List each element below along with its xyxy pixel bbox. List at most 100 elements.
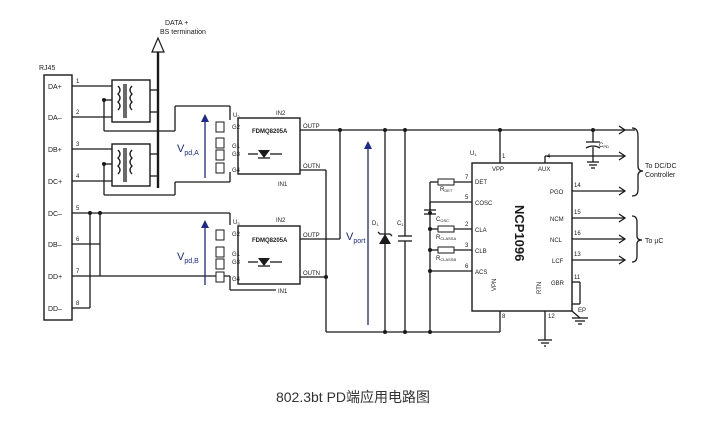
- chip-pin-num: 3: [465, 243, 469, 249]
- cpd-label: CPD: [599, 143, 609, 149]
- dcdc-line1: To DC/DC: [645, 163, 677, 170]
- bridge-a-in1: IN1: [278, 182, 288, 188]
- bridge-a: U2 IN2 IN1 OUTP OUTN FDMQ8205A G2 G1 G3 …: [174, 105, 340, 195]
- rj45-pin-name: DC+: [48, 179, 62, 186]
- vpd-b-label: Vpd,B: [177, 251, 199, 265]
- chip-pin-num: 13: [574, 252, 581, 258]
- rj45-pin-name: DB–: [48, 242, 62, 249]
- rj45-pins: DA+ DA– DB+ DC+ DC– DB– DD+ DD– 1 2 3 4 …: [48, 79, 80, 313]
- chip-pin-name: DET: [475, 180, 487, 186]
- bridge-b-g: G2: [232, 232, 241, 238]
- rj45-pin-num: 1: [76, 79, 80, 85]
- rj45-pin-name: DC–: [48, 211, 62, 218]
- rj45-pin-name: DB+: [48, 147, 62, 154]
- bridge-b-g: G1: [232, 252, 241, 258]
- chip-pin-num: 5: [465, 195, 469, 201]
- transformer-bottom: [102, 143, 175, 196]
- chip-pin-name: AUX: [538, 167, 550, 173]
- bridge-b: U3 IN2 IN1 OUTP OUTN FDMQ8205A G2 G1 G3 …: [100, 212, 340, 295]
- bridge-b-outn: OUTN: [303, 271, 320, 277]
- power-rails: Vport: [324, 128, 635, 333]
- rj45-pin-num: 5: [76, 206, 80, 212]
- data-bus-arrow: DATA + BS termination: [151, 20, 206, 188]
- bridge-b-g: G4: [232, 277, 241, 283]
- rj45-pin-name: DA–: [48, 115, 62, 122]
- vpd-a-label: Vpd,A: [177, 143, 199, 157]
- rj45-pin-name: DA+: [48, 84, 62, 91]
- dcdc-line2: Controller: [645, 172, 676, 179]
- bridge-a-u: U2: [233, 113, 240, 119]
- bridge-b-u: U3: [233, 220, 240, 226]
- chip-pin-name: VPN: [492, 279, 498, 291]
- chip-pin-num: 15: [574, 210, 581, 216]
- bridge-a-part: FDMQ8205A: [252, 129, 288, 135]
- vport-label: Vport: [346, 231, 365, 245]
- chip-u: U1: [470, 151, 477, 157]
- bridge-a-outn: OUTN: [303, 164, 320, 170]
- output-signals: CPD To DC/DC Controller To µC: [545, 125, 677, 305]
- chip-pin-num: 11: [574, 275, 581, 281]
- bridge-a-outp: OUTP: [303, 124, 320, 130]
- chip-pin-name: CLA: [475, 228, 487, 234]
- figure-caption: 802.3bt PD端应用电路图: [276, 389, 430, 405]
- chip-pin-num: 4: [547, 154, 551, 160]
- chip-name: NCP1096: [512, 205, 527, 261]
- data-out-line2: BS termination: [160, 29, 206, 36]
- chip-pin-name: PGO: [550, 190, 564, 196]
- tvs-diode-d1: D1: [372, 128, 393, 334]
- rdet-label: RDET: [440, 187, 453, 193]
- chip-pin-name: CLB: [475, 249, 487, 255]
- chip-pin-name: COSC: [475, 201, 493, 207]
- bridge-a-in2: IN2: [276, 111, 286, 117]
- chip-pin-name: VPP: [492, 167, 504, 173]
- data-out-line1: DATA +: [165, 20, 188, 27]
- rj45-pin-num: 3: [76, 142, 80, 148]
- d1-label: D1: [372, 221, 379, 227]
- bridge-a-g: G1: [232, 144, 241, 150]
- passive-network: COSC RDET RCLASSA RCLASSB: [424, 178, 472, 334]
- chip-pin-num: 7: [465, 175, 469, 181]
- bridge-a-g: G3: [232, 152, 241, 158]
- rj45-pin-num: 8: [76, 301, 80, 307]
- ncp1096-chip: U1 NCP1096 DET COSC CLA CLB ACS 7 5 2 3 …: [465, 128, 588, 347]
- rj45-leads: [72, 85, 175, 309]
- c1-label: C1: [397, 221, 404, 227]
- chip-pin-name: RTN: [537, 282, 543, 294]
- bridge-b-in2: IN2: [276, 218, 286, 224]
- bridge-b-part: FDMQ8205A: [252, 238, 288, 244]
- bridge-b-in1: IN1: [278, 289, 288, 295]
- rj45-pin-num: 6: [76, 237, 80, 243]
- chip-pin-num: 16: [574, 231, 581, 237]
- rj45-connector: [43, 74, 73, 321]
- bridge-a-g: G4: [232, 168, 241, 174]
- chip-pin-num: 1: [502, 154, 506, 160]
- chip-pin-num: 6: [465, 264, 469, 270]
- bridge-b-outp: OUTP: [303, 233, 320, 239]
- uc-label: To µC: [645, 238, 663, 245]
- rj45-label: RJ45: [39, 65, 55, 72]
- capacitor-c1: C1: [397, 128, 412, 334]
- rj45-pin-name: DD+: [48, 274, 62, 281]
- rclassa-label: RCLASSA: [436, 235, 456, 241]
- chip-pin-name: GBR: [551, 281, 565, 287]
- chip-pin-name: NCM: [550, 217, 564, 223]
- rj45-pin-num: 7: [76, 269, 80, 275]
- chip-pin-name: ACS: [475, 270, 487, 276]
- chip-pin-name: NCL: [550, 238, 563, 244]
- chip-pin-num: 12: [548, 314, 555, 320]
- chip-pin-num: 14: [574, 183, 581, 189]
- rj45-pin-name: DD–: [48, 306, 62, 313]
- bridge-a-g: G2: [232, 125, 241, 131]
- cosc-label: COSC: [436, 217, 449, 223]
- rclassb-label: RCLASSB: [436, 256, 456, 262]
- chip-pin-num: 2: [465, 222, 469, 228]
- bridge-b-g: G3: [232, 260, 241, 266]
- chip-pin-name: LCF: [552, 259, 564, 265]
- rj45-pin-num: 4: [76, 174, 80, 180]
- transformer-top: [102, 79, 175, 132]
- chip-pin-name: EP: [578, 308, 586, 314]
- chip-pin-num: 8: [502, 314, 506, 320]
- rj45-pin-num: 2: [76, 110, 80, 116]
